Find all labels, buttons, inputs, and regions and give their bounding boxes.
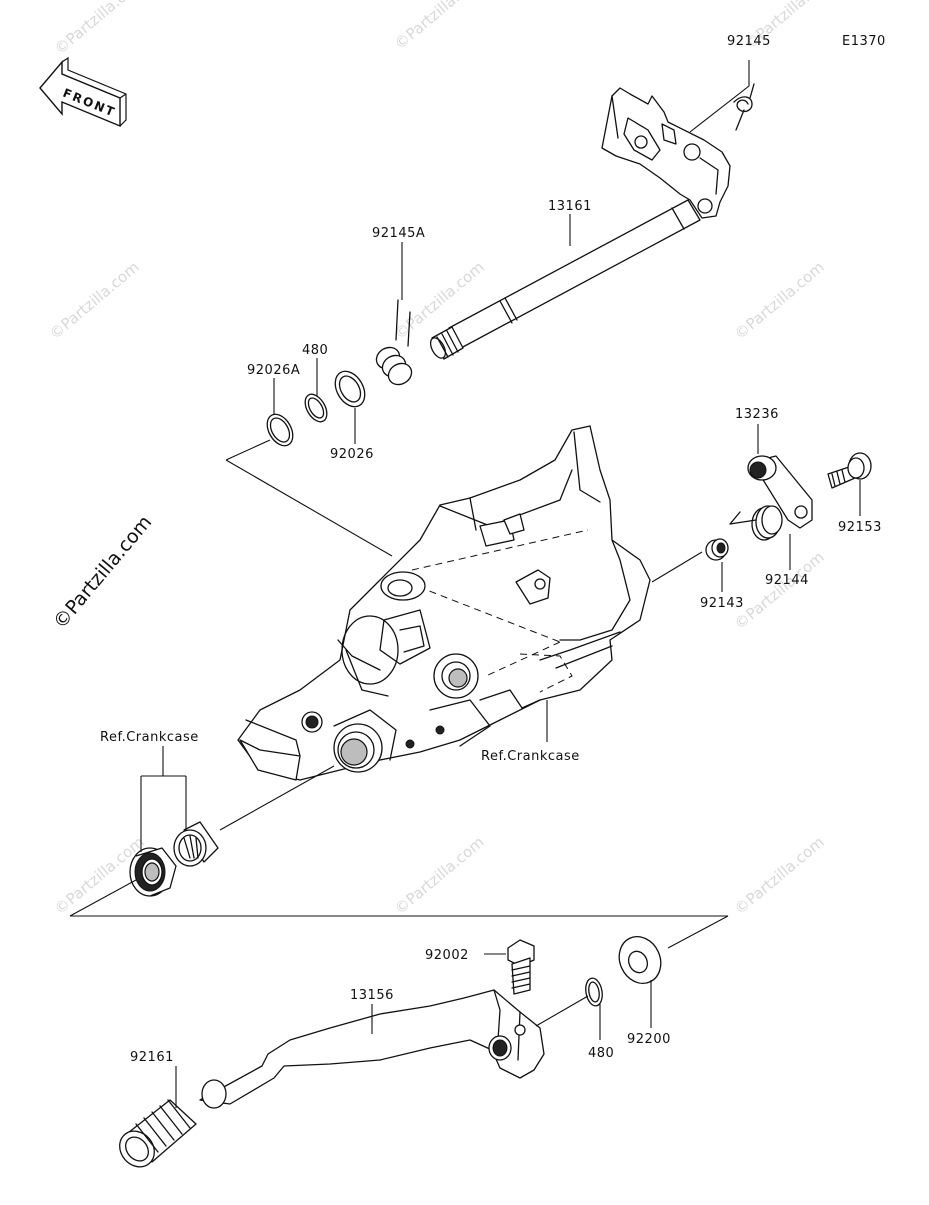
watermark: ©Partzilla.com <box>731 833 828 918</box>
callout-13161[interactable]: 13161 <box>548 199 592 214</box>
part-13236-stopper-lever[interactable] <box>747 455 813 529</box>
watermark-large: ©Partzilla.com <box>49 511 156 633</box>
front-arrow-icon: FRONT <box>39 56 127 128</box>
watermark: ©Partzilla.com <box>731 548 828 633</box>
part-92026-washer[interactable] <box>329 366 371 412</box>
watermark: ©Partzilla.com <box>391 833 488 918</box>
callout-92144[interactable]: 92144 <box>765 573 809 588</box>
callout-13236[interactable]: 13236 <box>735 407 779 422</box>
watermark: ©Partzilla.com <box>391 0 488 53</box>
callout-labels: 92145 13161 92145A 480 92026A 92026 1323… <box>100 34 882 1065</box>
watermark: ©Partzilla.com <box>731 258 828 343</box>
callout-92026A[interactable]: 92026A <box>247 363 300 378</box>
callout-92143[interactable]: 92143 <box>700 596 744 611</box>
callout-92002[interactable]: 92002 <box>425 948 469 963</box>
part-92145-spring[interactable] <box>733 83 755 131</box>
part-92143-collar[interactable] <box>705 538 729 561</box>
part-92002-bolt[interactable] <box>507 939 535 995</box>
crankcase-reference <box>237 425 651 781</box>
needle-bearing-part[interactable] <box>173 821 219 867</box>
part-13156-shift-pedal[interactable] <box>199 989 545 1109</box>
leader-lines <box>69 60 861 1108</box>
callout-92145[interactable]: 92145 <box>727 34 771 49</box>
callout-13156[interactable]: 13156 <box>350 988 394 1003</box>
callout-480-bottom[interactable]: 480 <box>588 1046 614 1061</box>
part-92200-washer[interactable] <box>612 930 669 990</box>
callout-92200[interactable]: 92200 <box>627 1032 671 1047</box>
part-92145A-spring[interactable] <box>373 299 416 389</box>
callout-92026[interactable]: 92026 <box>330 447 374 462</box>
watermark: ©Partzilla.com <box>46 258 143 343</box>
part-13161-shift-shaft[interactable] <box>428 87 731 361</box>
watermark: ©Partzilla.com <box>51 0 148 58</box>
part-92144-spring[interactable] <box>729 505 783 541</box>
callout-480-top[interactable]: 480 <box>302 343 328 358</box>
part-92153-bolt[interactable] <box>827 452 872 489</box>
part-92026A-washer[interactable] <box>262 410 298 450</box>
oil-seal-part[interactable] <box>129 847 177 897</box>
part-480-circlip-bottom[interactable] <box>584 977 605 1007</box>
callout-92161[interactable]: 92161 <box>130 1050 174 1065</box>
part-480-circlip-top[interactable] <box>301 391 332 426</box>
part-92161-rubber-grip[interactable] <box>113 1099 197 1174</box>
callout-ref-crankcase-left[interactable]: Ref.Crankcase <box>100 730 199 745</box>
callout-92153[interactable]: 92153 <box>838 520 882 535</box>
callout-92145A[interactable]: 92145A <box>372 226 425 241</box>
callout-ref-crankcase-right[interactable]: Ref.Crankcase <box>481 749 580 764</box>
watermark-layer: ©Partzilla.com ©Partzilla.com ©Partzilla… <box>46 0 838 918</box>
diagram-code: E1370 <box>842 34 886 49</box>
